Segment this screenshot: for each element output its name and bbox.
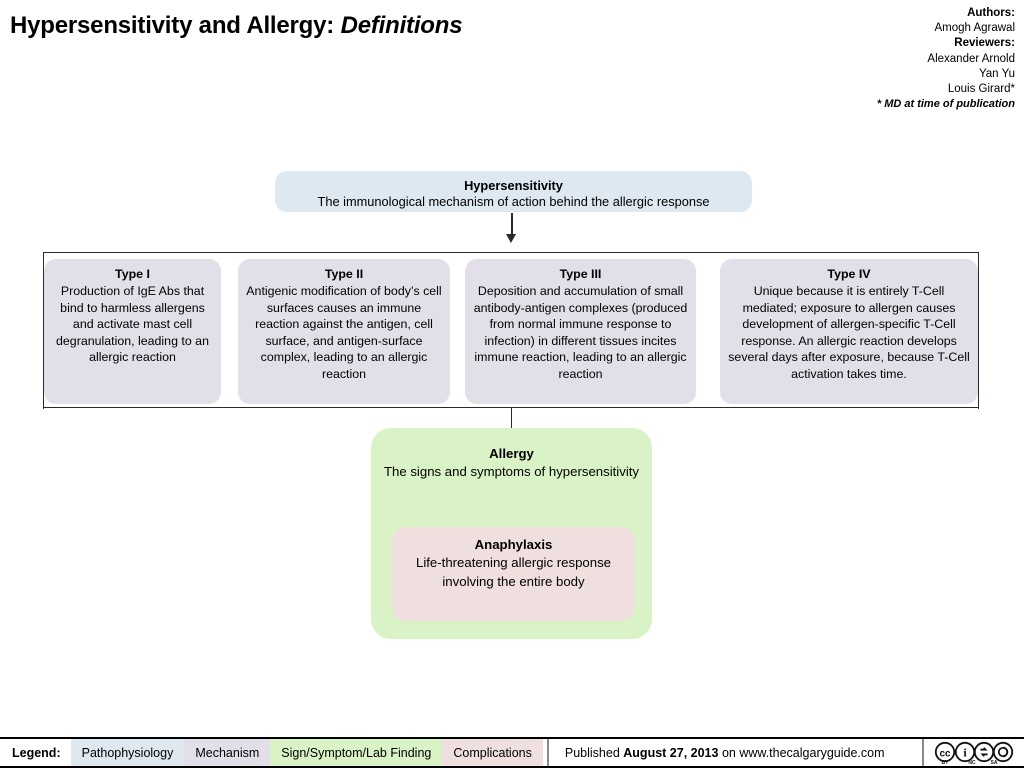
node-type-4-body: Unique because it is entirely T-Cell med… (728, 284, 970, 381)
node-type-1-heading: Type I (115, 267, 150, 281)
node-type-1: Type I Production of IgE Abs that bind t… (44, 259, 221, 404)
legend-chip-pathophysiology: Pathophysiology (70, 739, 185, 766)
node-hypersensitivity-heading: Hypersensitivity (464, 178, 563, 193)
reviewers-label: Reviewers: (954, 37, 1015, 50)
node-type-2-heading: Type II (324, 267, 364, 281)
svg-text:SA: SA (991, 760, 998, 765)
footer-bar: Legend: Pathophysiology Mechanism Sign/S… (0, 737, 1024, 768)
node-hypersensitivity: Hypersensitivity The immunological mecha… (275, 171, 752, 212)
legend-chip-mechanism: Mechanism (184, 739, 271, 766)
node-type-3: Type III Deposition and accumulation of … (465, 259, 696, 404)
page-title: Hypersensitivity and Allergy: Definition… (10, 12, 463, 40)
svg-text:NC: NC (968, 760, 976, 765)
node-anaphylaxis-heading: Anaphylaxis (474, 537, 553, 552)
footer-divider (546, 739, 549, 766)
node-type-4: Type IV Unique because it is entirely T-… (720, 259, 978, 404)
node-type-1-body: Production of IgE Abs that bind to harml… (56, 284, 209, 364)
legend-chip-sign-symptom-lab-finding: Sign/Symptom/Lab Finding (270, 739, 443, 766)
creative-commons-license-icon[interactable]: cc i BY NC SA (932, 741, 1016, 765)
credits-footnote: * MD at time of publication (876, 98, 1015, 111)
node-type-3-heading: Type III (559, 267, 602, 281)
bracket-left-line (43, 252, 45, 409)
author-name: Amogh Agrawal (934, 22, 1015, 35)
svg-text:i: i (963, 745, 967, 759)
title-subtitle: Definitions (340, 12, 463, 39)
published-date: August 27, 2013 (623, 745, 719, 760)
legend-label: Legend: (12, 745, 61, 760)
node-allergy-heading: Allergy (489, 446, 534, 461)
legend-chip-complications-label: Complications (453, 745, 532, 760)
legend-chip-complications: Complications (442, 739, 543, 766)
node-type-2: Type II Antigenic modification of body’s… (238, 259, 450, 404)
legend-chip-mechanism-label: Mechanism (195, 745, 260, 760)
legend-chip-pathophysiology-label: Pathophysiology (81, 745, 174, 760)
bracket-bottom-line (43, 407, 979, 409)
published-prefix: Published (564, 745, 620, 760)
reviewer-name-2: Yan Yu (978, 67, 1015, 80)
bracket-top-line (43, 252, 979, 254)
node-hypersensitivity-body: The immunological mechanism of action be… (317, 194, 710, 209)
node-allergy-body: The signs and symptoms of hypersensitivi… (383, 464, 640, 479)
node-type-2-body: Antigenic modification of body’s cell su… (246, 284, 442, 381)
arrow-stem-down (511, 213, 513, 238)
bracket-right-line (977, 252, 979, 409)
node-type-4-heading: Type IV (827, 267, 871, 281)
authors-label: Authors: (967, 7, 1015, 19)
license-badge-wrap[interactable]: cc i BY NC SA (922, 739, 1024, 766)
credits-block: Authors: Amogh Agrawal Reviewers: Alexan… (877, 6, 1015, 112)
title-main: Hypersensitivity and Allergy: (10, 12, 335, 39)
node-anaphylaxis-body: Life-threatening allergic response invol… (416, 555, 611, 589)
svg-text:BY: BY (942, 760, 950, 765)
connector-to-allergy (511, 408, 513, 429)
published-suffix: on www.thecalgaryguide.com (721, 745, 885, 760)
reviewer-name-3: Louis Girard* (947, 83, 1015, 96)
legend-chip-sign-symptom-lab-finding-label: Sign/Symptom/Lab Finding (281, 745, 432, 760)
svg-text:cc: cc (939, 748, 951, 759)
node-type-3-body: Deposition and accumulation of small ant… (473, 284, 688, 381)
reviewer-name-1: Alexander Arnold (927, 52, 1015, 65)
node-anaphylaxis: Anaphylaxis Life-threatening allergic re… (392, 527, 635, 621)
arrow-head-down-icon (506, 234, 516, 243)
publication-info: Published August 27, 2013 on www.thecalg… (549, 739, 922, 766)
